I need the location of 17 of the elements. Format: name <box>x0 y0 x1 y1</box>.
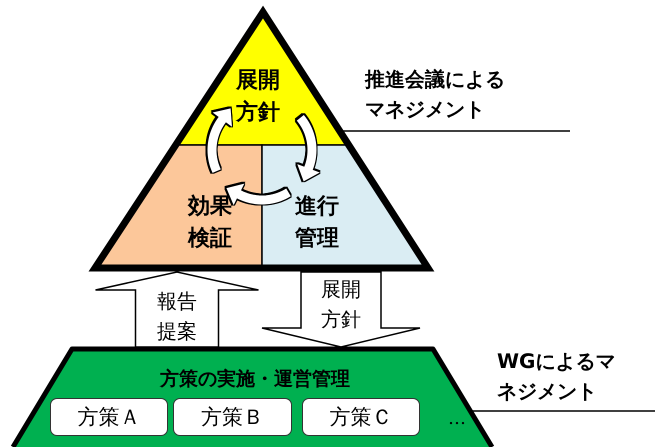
ellipsis-text: … <box>448 408 466 429</box>
block-arrow <box>261 271 421 348</box>
cycle-arrow <box>226 184 291 206</box>
measure-card: 方策Ａ <box>50 398 168 436</box>
cycle-arrow <box>296 115 320 182</box>
edge-label: 報告提案 <box>157 288 197 345</box>
measure-card: 方策Ｃ <box>302 398 420 436</box>
section-heading: 方策の実施・運営管理 <box>160 367 350 392</box>
region-label: 進行管理 <box>294 193 340 253</box>
region-label: 効果検証 <box>186 193 233 253</box>
block-arrow <box>94 271 260 348</box>
edge-label: 展開方針 <box>321 276 361 333</box>
cycle-arrow <box>208 108 232 174</box>
management-caption: WGによるマネジメント <box>497 348 616 405</box>
management-caption: 推進会議によるマネジメント <box>365 66 506 123</box>
region-label: 展開方針 <box>234 67 281 127</box>
measure-card: 方策Ｂ <box>173 398 292 436</box>
